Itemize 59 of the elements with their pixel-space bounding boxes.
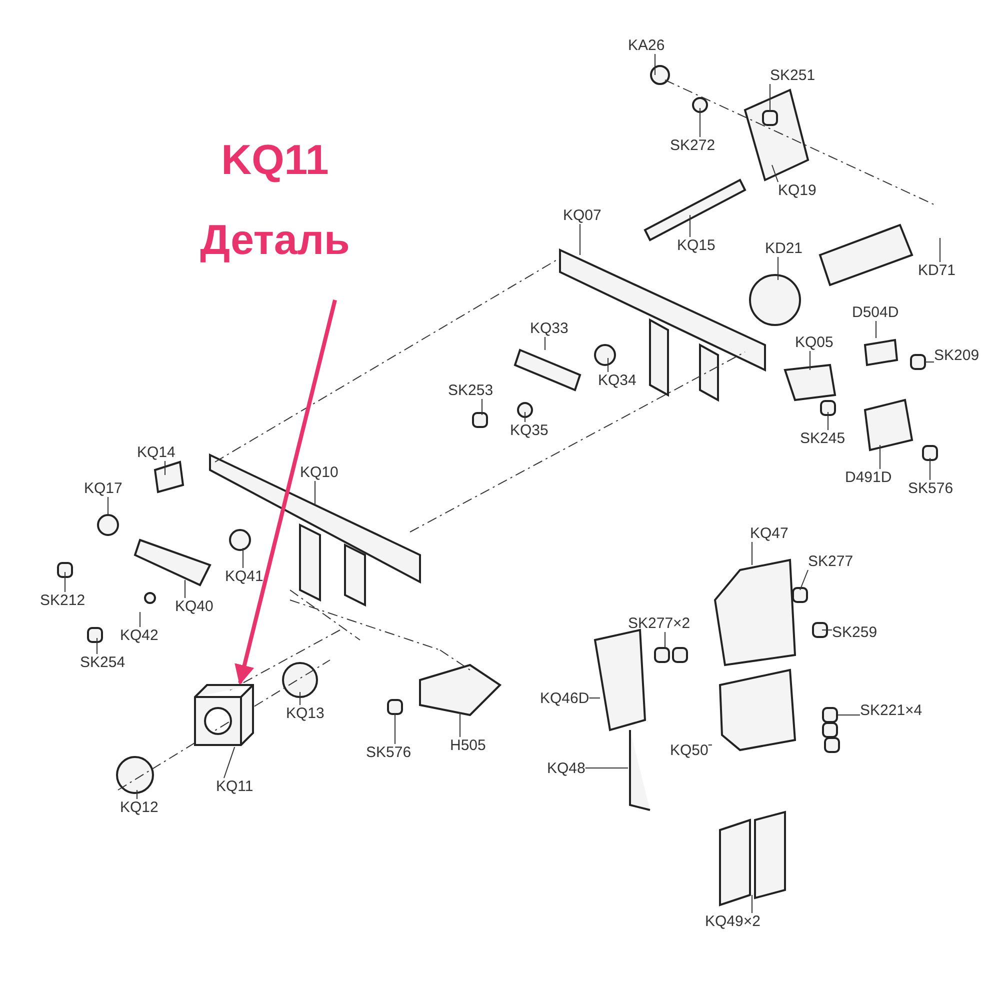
- part-number: KD71: [918, 262, 956, 279]
- leader-line: [242, 548, 244, 568]
- leader-line: [654, 54, 656, 76]
- part-number: KQ34: [598, 372, 636, 389]
- part-number: SK245: [800, 430, 846, 447]
- part-number: KD21: [765, 240, 803, 257]
- part-number: KQ10: [300, 464, 338, 481]
- part-number: KQ46D: [540, 690, 590, 707]
- arrow: [234, 300, 337, 685]
- part-number: SK221×4: [860, 702, 922, 719]
- leader-line: [224, 746, 236, 778]
- part-number: SK254: [80, 654, 126, 671]
- part-number: KQ13: [286, 705, 324, 722]
- leader-line: [772, 164, 778, 182]
- part-number: H505: [450, 737, 486, 754]
- part-number: KQ14: [137, 444, 176, 461]
- part-number: KQ07: [563, 207, 602, 224]
- part-number: SK253: [448, 382, 494, 399]
- leader-line: [664, 632, 666, 648]
- part-number: KQ11: [216, 778, 254, 795]
- leader-line: [838, 714, 860, 716]
- leader-line: [394, 712, 396, 744]
- part-number: KQ40: [175, 598, 214, 615]
- leader-line: [96, 638, 98, 654]
- leader-line: [314, 480, 316, 506]
- part-number: SK576: [366, 744, 412, 761]
- highlight-heading: KQ11 Деталь: [145, 120, 405, 280]
- part-number: KQ35: [510, 422, 548, 439]
- leader-line: [136, 790, 138, 800]
- part-number: SK251: [770, 67, 816, 84]
- part-number: KQ41: [225, 568, 264, 585]
- part-number: KQ19: [778, 182, 816, 199]
- part-number: D491D: [845, 469, 892, 486]
- part-number: KQ47: [750, 525, 788, 542]
- part-number: SK212: [40, 592, 86, 609]
- part-number: KQ17: [84, 480, 122, 497]
- part-number: KQ42: [120, 627, 158, 644]
- part-number: SK209: [934, 347, 980, 364]
- part-number: SK272: [670, 137, 716, 154]
- part-number: SK277×2: [628, 615, 690, 632]
- leader-line: [544, 336, 546, 350]
- part-number: KQ33: [530, 320, 568, 337]
- leader-line: [524, 412, 526, 422]
- part-number: KQ49×2: [705, 913, 760, 930]
- leader-line: [164, 460, 166, 476]
- leader-line: [64, 572, 66, 592]
- part-number: KQ15: [677, 237, 716, 254]
- part-number: KQ05: [795, 334, 834, 351]
- part-number: KQ12: [120, 799, 158, 816]
- part-number: SK259: [832, 624, 878, 641]
- part-number: D504D: [852, 304, 899, 321]
- leader-line: [708, 744, 712, 746]
- leader-line: [184, 580, 186, 598]
- part-number: SK277: [808, 553, 854, 570]
- leader-line: [800, 570, 808, 590]
- part-number: KA26: [628, 37, 665, 54]
- part-number: SK576: [908, 480, 954, 497]
- part-number: KQ48: [547, 760, 586, 777]
- part-number: KQ50: [670, 742, 708, 759]
